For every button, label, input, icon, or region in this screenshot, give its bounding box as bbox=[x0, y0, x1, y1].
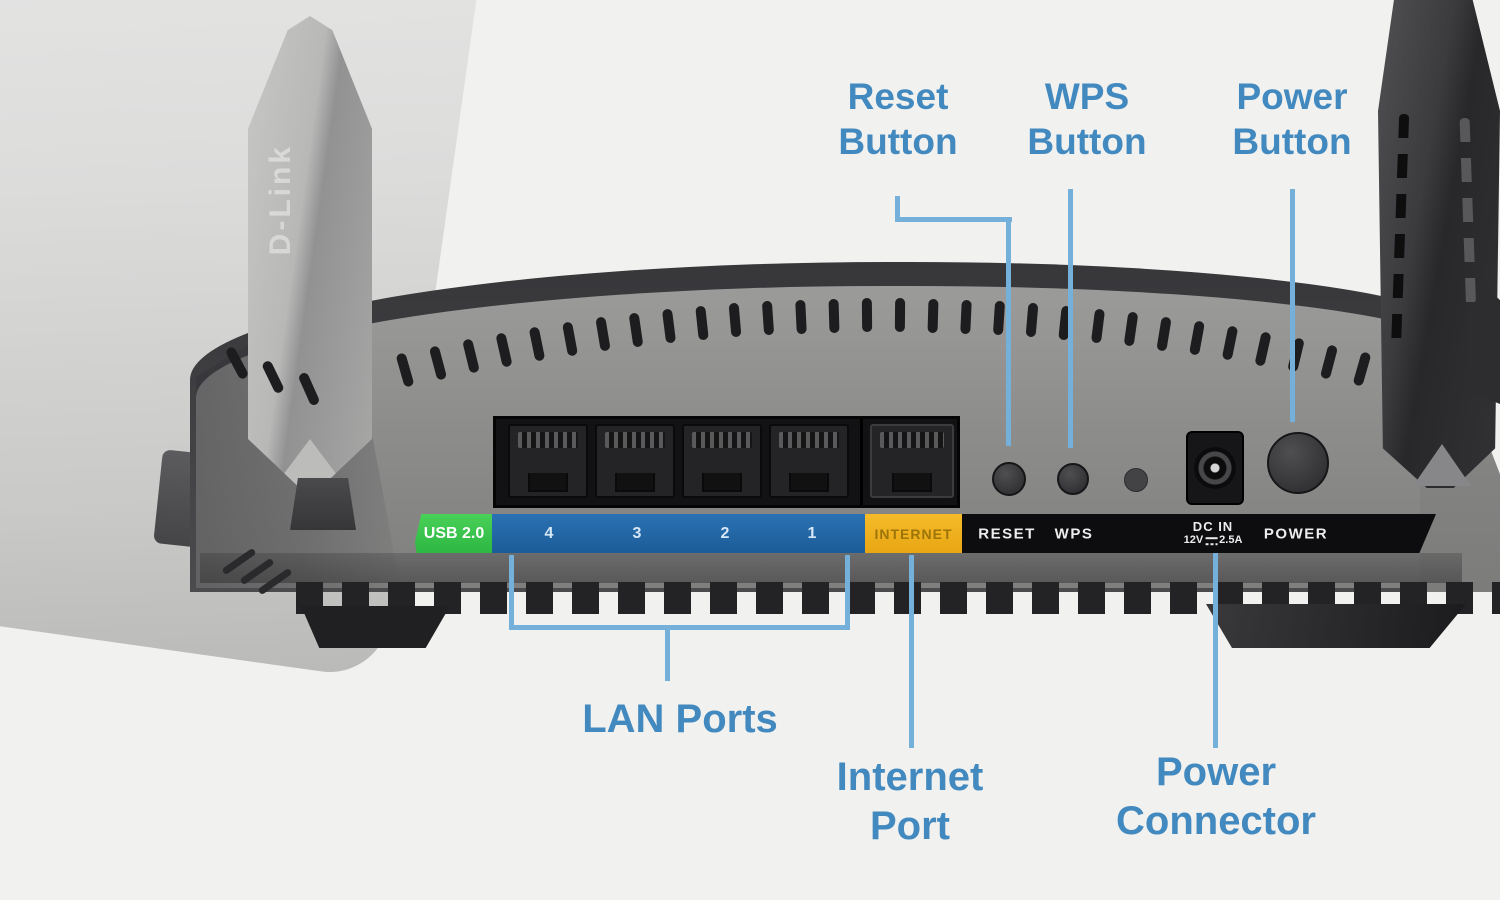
dc-symbol-icon bbox=[1205, 536, 1218, 545]
right-antenna bbox=[1378, 0, 1500, 488]
callout-line-lan bbox=[665, 629, 670, 681]
lan-number-3: 3 bbox=[632, 524, 642, 542]
lan-number-2: 2 bbox=[720, 524, 730, 542]
antenna-vent-column bbox=[1390, 113, 1410, 355]
left-antenna: D-Link bbox=[248, 16, 372, 486]
wps-label: WPS bbox=[1054, 525, 1094, 542]
lan-number-1: 1 bbox=[807, 524, 817, 542]
right-foot bbox=[1206, 604, 1466, 648]
vent-slot bbox=[960, 299, 972, 334]
usb-label-tab: USB 2.0 bbox=[415, 514, 493, 553]
callout-line-power-button bbox=[1290, 189, 1295, 422]
vent-slot bbox=[861, 298, 873, 333]
wps-button-callout: WPS Button bbox=[1027, 76, 1147, 163]
callout-line-lan bbox=[845, 555, 850, 630]
vent-slot bbox=[927, 298, 939, 333]
left-foot bbox=[301, 606, 450, 648]
lan-port-4 bbox=[508, 424, 588, 498]
lan-port-1 bbox=[769, 424, 849, 498]
callout-line-lan bbox=[509, 555, 514, 630]
unlabeled-button bbox=[1124, 468, 1148, 492]
vent-slot bbox=[828, 298, 840, 333]
lan-port-2 bbox=[682, 424, 762, 498]
body-shadow bbox=[200, 553, 1462, 583]
black-label-band: RESET WPS DC IN 12V 2.5A POWER bbox=[962, 514, 1436, 553]
lan-ports-callout: LAN Ports bbox=[582, 697, 778, 741]
vent-slot bbox=[894, 298, 906, 333]
power-button bbox=[1267, 432, 1329, 494]
dc-in-label: DC IN 12V 2.5A bbox=[1183, 518, 1243, 547]
reset-label: RESET bbox=[978, 525, 1036, 542]
dlink-logo-text: D-Link bbox=[264, 144, 297, 256]
lan-label-band: 4 3 2 1 bbox=[492, 514, 865, 553]
lan-port-3 bbox=[595, 424, 675, 498]
power-button-callout: Power Button bbox=[1232, 76, 1352, 163]
internet-label: INTERNET bbox=[874, 525, 953, 542]
callout-line-internet bbox=[909, 555, 914, 748]
internet-label-tab: INTERNET bbox=[865, 514, 962, 553]
lan-number-4: 4 bbox=[544, 524, 554, 542]
callout-line-power-connector bbox=[1213, 553, 1218, 748]
reset-button-callout: Reset Button bbox=[838, 76, 958, 163]
internet-port bbox=[870, 424, 954, 498]
internet-port-callout: Internet Port bbox=[836, 755, 984, 848]
power-label: POWER bbox=[1263, 525, 1329, 542]
right-antenna-hinge bbox=[1413, 444, 1471, 486]
callout-line-reset bbox=[895, 196, 900, 222]
power-connector-callout: Power Connector bbox=[1116, 750, 1316, 843]
dc-barrel-connector bbox=[1194, 447, 1236, 489]
callout-line-reset bbox=[895, 217, 1012, 222]
rear-label-strip: USB 2.0 4 3 2 1 INTERNET RESET WPS DC IN… bbox=[415, 514, 1436, 553]
reset-button bbox=[992, 462, 1026, 496]
dc-in-jack bbox=[1186, 431, 1244, 505]
callout-line-wps bbox=[1068, 189, 1073, 448]
callout-line-lan bbox=[509, 625, 850, 630]
port-recess bbox=[493, 416, 960, 508]
usb-label: USB 2.0 bbox=[423, 524, 485, 542]
wps-button bbox=[1057, 463, 1089, 495]
vent-slot bbox=[795, 299, 807, 334]
left-antenna-hinge bbox=[290, 478, 356, 530]
port-divider bbox=[860, 419, 863, 505]
callout-line-reset bbox=[1006, 217, 1011, 446]
